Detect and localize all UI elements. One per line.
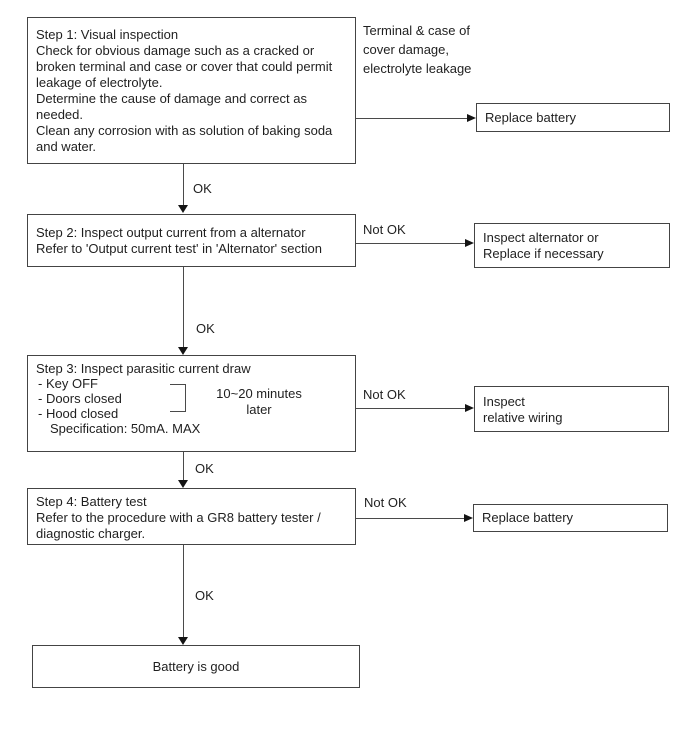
outcome-inspect-wiring-box: Inspect relative wiring	[474, 386, 669, 432]
outcome-inspect-alternator-box: Inspect alternator or Replace if necessa…	[474, 223, 670, 268]
step-1-text-line: and water.	[36, 139, 96, 154]
branch-note-line: cover damage,	[363, 42, 449, 57]
step-1-box: Step 1: Visual inspection Check for obvi…	[27, 17, 356, 164]
down-arrowhead-icon	[178, 480, 188, 488]
step-3-checklist-item: - Hood closed	[38, 406, 119, 421]
connector-step3-to-step4-line	[183, 452, 184, 481]
step-1-text-line: Clean any corrosion with as solution of …	[36, 123, 333, 138]
connector-step2-to-step3-line	[183, 267, 184, 348]
ok-label-1: OK	[193, 181, 212, 196]
connector-step4-to-result-line	[183, 545, 184, 638]
right-arrowhead-icon	[467, 114, 476, 122]
outcome-replace-battery-2-box: Replace battery	[473, 504, 668, 532]
not-ok-label-3: Not OK	[364, 495, 407, 510]
timing-note-line: 10~20 minutes	[216, 386, 302, 401]
outcome-text-line: Inspect	[483, 394, 525, 409]
down-arrowhead-icon	[178, 205, 188, 213]
connector-step1-to-step2-line	[183, 164, 184, 206]
step-4-box: Step 4: Battery test Refer to the proced…	[27, 488, 356, 545]
step-1-text-line: needed.	[36, 107, 83, 122]
step-1-text-line: Check for obvious damage such as a crack…	[36, 43, 315, 58]
step-2-box: Step 2: Inspect output current from a al…	[27, 214, 356, 267]
outcome-text-line: relative wiring	[483, 410, 563, 425]
not-ok-label-1: Not OK	[363, 222, 406, 237]
step-4-text-line: Step 4: Battery test	[36, 494, 147, 509]
right-arrowhead-icon	[465, 404, 474, 412]
connector-step4-to-replace-battery-line	[356, 518, 464, 519]
grouping-bracket	[170, 384, 186, 412]
connector-step2-to-inspect-alternator-line	[356, 243, 466, 244]
step-4-text-line: diagnostic charger.	[36, 526, 146, 541]
step-1-text-line: leakage of electrolyte.	[36, 75, 163, 90]
step-3-box: Step 3: Inspect parasitic current draw -…	[27, 355, 356, 452]
outcome-text-line: Inspect alternator or	[483, 230, 599, 245]
outcome-text: Replace battery	[482, 510, 574, 525]
ok-label-2: OK	[196, 321, 215, 336]
outcome-replace-battery-1-box: Replace battery	[476, 103, 670, 132]
step-2-text-line: Refer to 'Output current test' in 'Alter…	[36, 241, 322, 256]
outcome-text-line: Replace if necessary	[483, 246, 604, 261]
timing-note-line: later	[246, 402, 272, 417]
result-battery-good-box: Battery is good	[32, 645, 360, 688]
step-1-text-line: Determine the cause of damage and correc…	[36, 91, 307, 106]
outcome-text: Replace battery	[485, 109, 577, 125]
step-3-specification: Specification: 50mA. MAX	[50, 421, 201, 436]
timing-note: 10~20 minutes later	[196, 386, 322, 418]
connector-step3-to-inspect-wiring-line	[356, 408, 466, 409]
ok-label-4: OK	[195, 588, 214, 603]
result-text: Battery is good	[152, 658, 240, 674]
step-3-checklist-item: - Doors closed	[38, 391, 122, 406]
connector-step1-to-replace-battery-line	[356, 118, 468, 119]
step-1-text-line: broken terminal and case or cover that c…	[36, 59, 333, 74]
step-4-text-line: Refer to the procedure with a GR8 batter…	[36, 510, 321, 525]
step-2-text-line: Step 2: Inspect output current from a al…	[36, 225, 306, 240]
step-3-checklist-item: - Key OFF	[38, 376, 98, 391]
ok-label-3: OK	[195, 461, 214, 476]
not-ok-label-2: Not OK	[363, 387, 406, 402]
right-arrowhead-icon	[465, 239, 474, 247]
down-arrowhead-icon	[178, 347, 188, 355]
down-arrowhead-icon	[178, 637, 188, 645]
step-1-text-line: Step 1: Visual inspection	[36, 27, 179, 42]
right-arrowhead-icon	[464, 514, 473, 522]
branch-note-line: Terminal & case of	[363, 23, 470, 38]
step-3-title: Step 3: Inspect parasitic current draw	[36, 361, 251, 376]
step-1-branch-note: Terminal & case of cover damage, electro…	[363, 21, 471, 78]
branch-note-line: electrolyte leakage	[363, 61, 472, 76]
